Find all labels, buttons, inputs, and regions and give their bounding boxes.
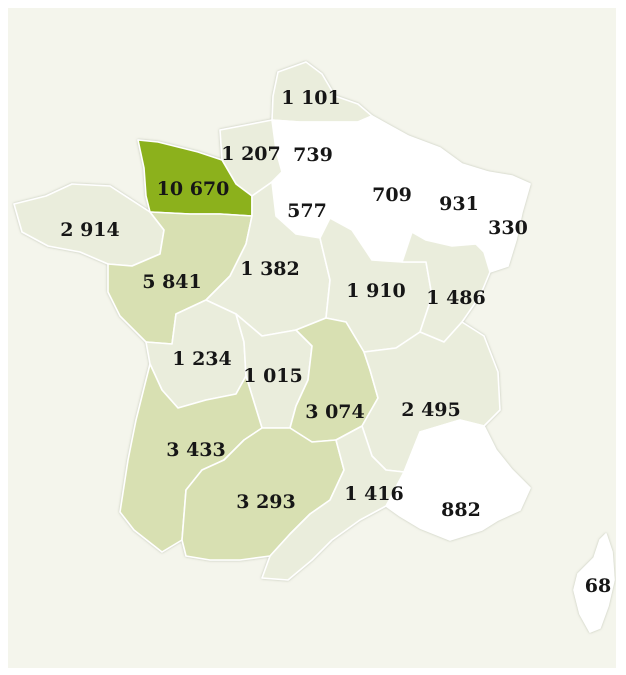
region-label-bretagne: 2 914 [60, 219, 120, 241]
region-label-provence-alpes-cote-dazur: 882 [441, 499, 481, 521]
region-provence-alpes-cote-dazur[interactable] [385, 419, 531, 541]
region-label-franche-comte: 1 486 [426, 287, 486, 309]
region-label-haute-normandie: 1 207 [221, 143, 281, 165]
map-panel: 1 101 1 207 739 10 670 577 709 931 330 2… [8, 8, 616, 668]
region-midi-pyrenees[interactable] [181, 427, 345, 561]
region-label-corse: 68 [585, 575, 611, 597]
region-label-rhone-alpes: 2 495 [401, 399, 461, 421]
region-corse[interactable] [573, 533, 615, 633]
region-label-bourgogne: 1 910 [346, 280, 406, 302]
region-label-champagne-ardenne: 709 [372, 184, 412, 206]
region-label-nord-pas-de-calais: 1 101 [281, 87, 341, 109]
region-label-centre: 1 382 [240, 258, 300, 280]
region-franche-comte[interactable] [401, 231, 491, 343]
region-label-midi-pyrenees: 3 293 [236, 491, 296, 513]
region-label-auvergne: 3 074 [305, 401, 365, 423]
region-lorraine[interactable] [403, 135, 495, 247]
region-label-alsace: 330 [488, 217, 528, 239]
region-label-poitou-charentes: 1 234 [172, 348, 232, 370]
region-label-limousin: 1 015 [243, 365, 303, 387]
region-label-picardie: 739 [293, 144, 333, 166]
region-label-basse-normandie: 10 670 [157, 178, 230, 200]
france-regions-map: 1 101 1 207 739 10 670 577 709 931 330 2… [13, 61, 615, 633]
region-label-lorraine: 931 [439, 193, 479, 215]
region-label-ile-de-france: 577 [287, 200, 327, 222]
region-alsace[interactable] [475, 171, 531, 273]
region-label-languedoc-roussillon: 1 416 [344, 483, 404, 505]
region-languedoc-roussillon[interactable] [261, 425, 405, 581]
region-label-aquitaine: 3 433 [166, 439, 226, 461]
region-label-pays-de-la-loire: 5 841 [142, 271, 202, 293]
